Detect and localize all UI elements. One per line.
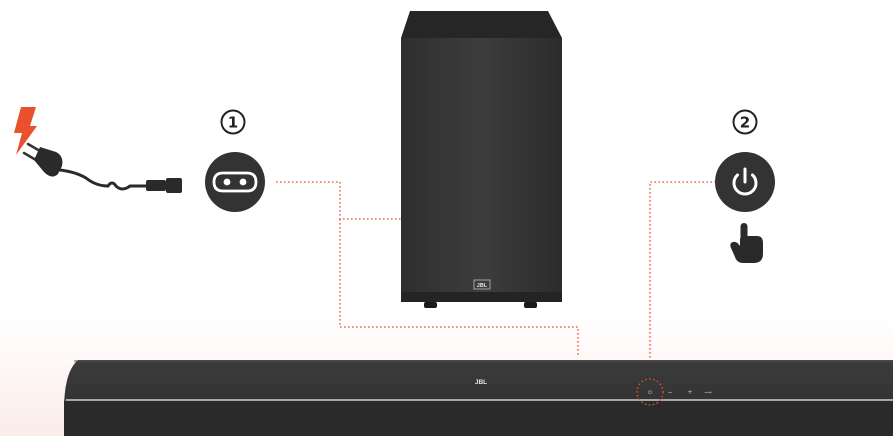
subwoofer: JBL [401, 11, 562, 308]
svg-text:2: 2 [740, 114, 750, 132]
step-1-number: 1 [220, 109, 246, 135]
volume-up-icon: + [687, 389, 692, 396]
soundbar-logo: JBL [475, 379, 487, 386]
step-2-number: 2 [732, 109, 758, 135]
power-to-subwoofer-line [276, 181, 401, 220]
pointing-hand-icon [730, 223, 763, 263]
power-button-to-soundbar-line [649, 181, 716, 384]
subwoofer-logo: JBL [473, 279, 491, 290]
power-to-soundbar-line [339, 219, 579, 356]
power-socket-icon [205, 152, 265, 212]
source-icon: ⟿ [704, 390, 711, 396]
power-button-highlight [636, 378, 664, 406]
svg-text:JBL: JBL [475, 379, 487, 386]
soundbar: JBL ⏻ − + ⟿ [64, 360, 893, 436]
power-icon: ⏻ [648, 390, 652, 396]
soundbar-buttons: ⏻ − + ⟿ [648, 389, 712, 396]
volume-down-icon: − [667, 389, 672, 396]
power-plug-icon [22, 142, 182, 193]
connector-lines [276, 181, 716, 384]
lightning-icon [14, 107, 37, 155]
power-button-icon [715, 152, 775, 212]
svg-text:1: 1 [228, 114, 238, 132]
svg-text:JBL: JBL [477, 283, 488, 289]
